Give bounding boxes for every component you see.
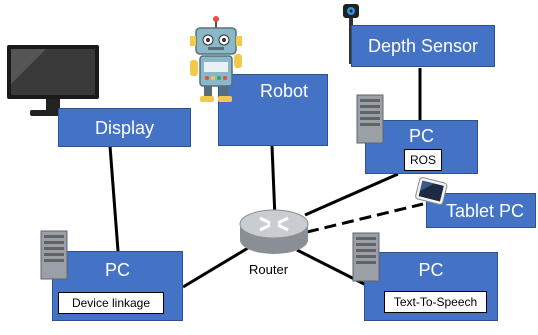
server-tower-icon [40,230,68,280]
link-robot-router [270,145,277,219]
pc-ros-label: PC [408,126,434,146]
robot-icon [190,16,242,102]
link-router-tablet [306,202,424,234]
depth-sensor-label: Depth Sensor [367,36,479,56]
link-display-pc [108,145,120,252]
display-label: Display [94,118,155,138]
tts-sublabel: Text-To-Speech [384,291,487,313]
pc-ros-box: PC ROS [365,120,478,174]
tablet-icon [415,177,448,205]
ros-sublabel: ROS [404,149,442,171]
pc-tts-box: PC Text-To-Speech [364,252,498,321]
device-linkage-sublabel: Device linkage [58,292,164,314]
depth-sensor-box: Depth Sensor [351,25,495,67]
server-tower-icon [356,94,384,144]
tablet-box: Tablet PC [426,193,536,228]
pc-tts-label: PC [418,260,444,280]
monitor-icon [7,45,99,116]
tablet-label: Tablet PC [445,201,525,221]
pc-linkage-label: PC [104,260,130,280]
pc-linkage-box: PC Device linkage [52,251,183,321]
display-box: Display [58,108,191,147]
server-tower-icon [352,232,380,282]
robot-label: Robot [259,81,309,101]
link-router-pc-linkage [182,246,249,289]
router-label: Router [249,262,289,277]
link-router-pc-ros [304,172,399,217]
robot-box: Robot [218,74,328,146]
router-icon [239,209,309,254]
